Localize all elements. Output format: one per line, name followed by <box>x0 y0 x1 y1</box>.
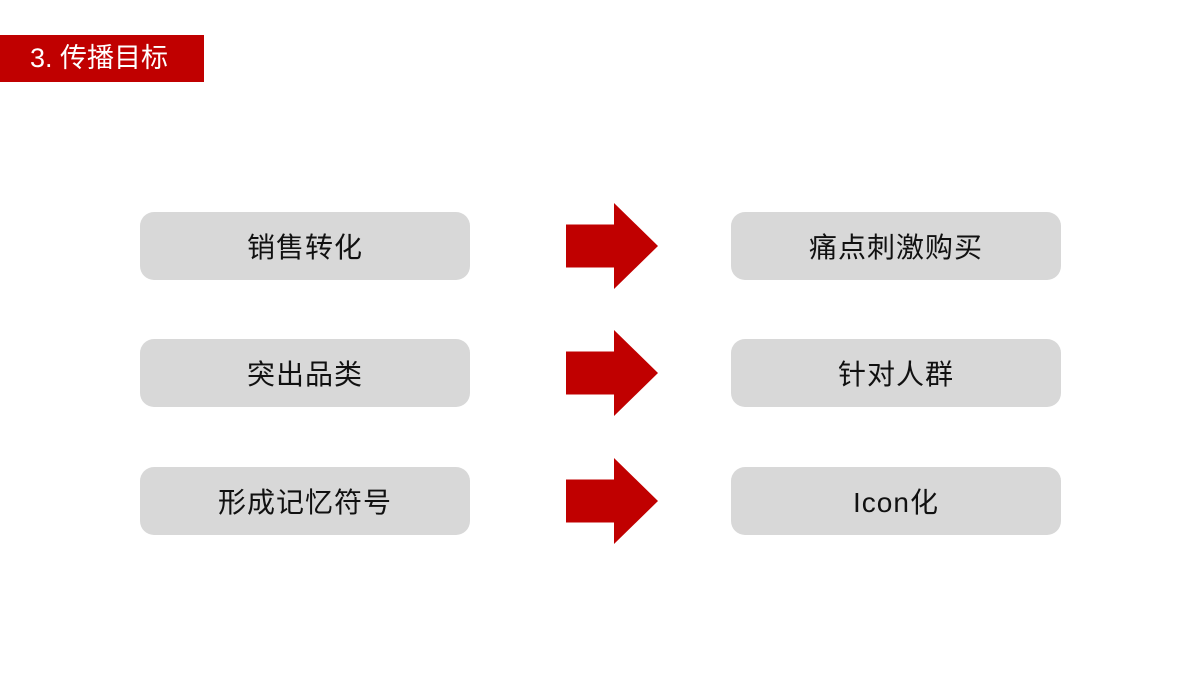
target-box: 针对人群 <box>731 339 1061 407</box>
slide-title-banner: 3. 传播目标 <box>0 35 204 82</box>
slide-title: 3. 传播目标 <box>30 43 169 73</box>
target-box-label: 痛点刺激购买 <box>808 232 983 263</box>
flow-row: 突出品类 针对人群 <box>0 330 1200 416</box>
source-box-label: 突出品类 <box>246 359 363 390</box>
source-box: 突出品类 <box>140 339 470 407</box>
source-box: 形成记忆符号 <box>140 467 470 535</box>
flow-row: 销售转化 痛点刺激购买 <box>0 203 1200 289</box>
arrow-right-icon <box>566 330 658 416</box>
target-box-label: Icon化 <box>853 487 939 518</box>
flow-row: 形成记忆符号 Icon化 <box>0 458 1200 544</box>
target-box: Icon化 <box>731 467 1061 535</box>
target-box: 痛点刺激购买 <box>731 212 1061 280</box>
source-box-label: 形成记忆符号 <box>217 487 392 518</box>
arrow-right-icon <box>566 458 658 544</box>
target-box-label: 针对人群 <box>837 359 954 390</box>
source-box: 销售转化 <box>140 212 470 280</box>
arrow-right-icon <box>566 203 658 289</box>
source-box-label: 销售转化 <box>246 232 363 263</box>
